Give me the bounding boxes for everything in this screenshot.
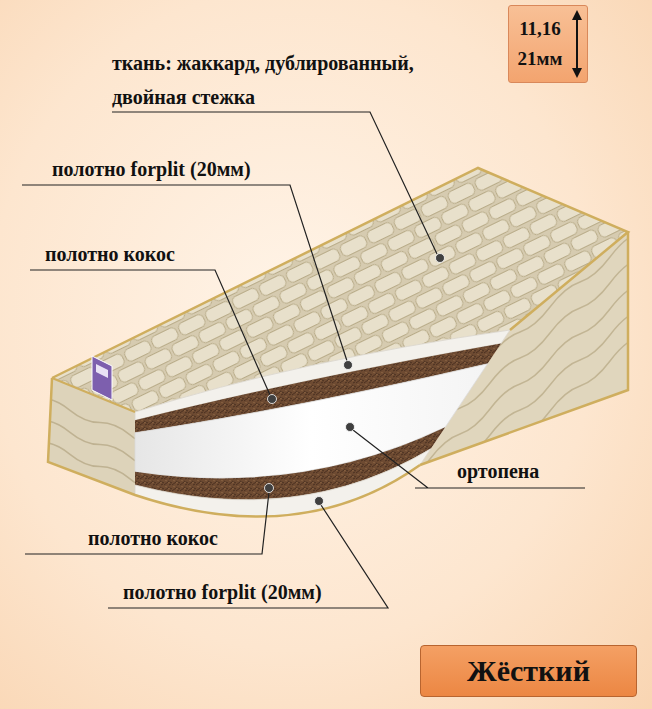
leader-dot xyxy=(315,497,324,506)
piping xyxy=(420,232,628,465)
leader-lines xyxy=(22,112,585,608)
callout-label: полотно кокос xyxy=(88,526,218,550)
piping xyxy=(52,168,628,378)
leader-dot xyxy=(436,254,445,263)
foam-layer xyxy=(135,364,488,479)
leader-line xyxy=(30,270,270,395)
leader-line xyxy=(108,505,388,608)
height-arrow xyxy=(569,9,585,79)
leader-line xyxy=(353,430,585,488)
callout-label: ортопена xyxy=(457,459,539,483)
coconut-layer xyxy=(135,427,445,500)
piping xyxy=(48,378,420,517)
leader-dot xyxy=(346,423,355,432)
brand-tag-mark xyxy=(96,364,108,378)
leader-dot xyxy=(268,395,277,404)
leader-line xyxy=(22,185,347,361)
badge-text-group: Жёсткий xyxy=(467,653,590,689)
badge-text: 11,16 21мм xyxy=(515,14,565,74)
callout-label: ткань: жаккард, дублированный, двойная с… xyxy=(112,46,467,114)
leader-dot xyxy=(265,484,274,493)
callout-label: полотно forplit (20мм) xyxy=(123,580,322,604)
leader-line xyxy=(25,492,269,554)
badge-text: Жёсткий xyxy=(467,653,590,689)
callout-label: полотно кокос xyxy=(45,242,175,266)
badge-text-group: 11,16 21мм xyxy=(515,14,565,74)
callout-label: полотно forplit (20мм) xyxy=(52,157,251,181)
leader-line xyxy=(112,112,437,254)
brand-tag xyxy=(92,356,112,400)
arrow-shaft xyxy=(576,18,578,70)
leader-dot xyxy=(344,361,353,370)
firmness-badge: Жёсткий xyxy=(420,645,637,697)
leader-dots xyxy=(265,254,445,506)
